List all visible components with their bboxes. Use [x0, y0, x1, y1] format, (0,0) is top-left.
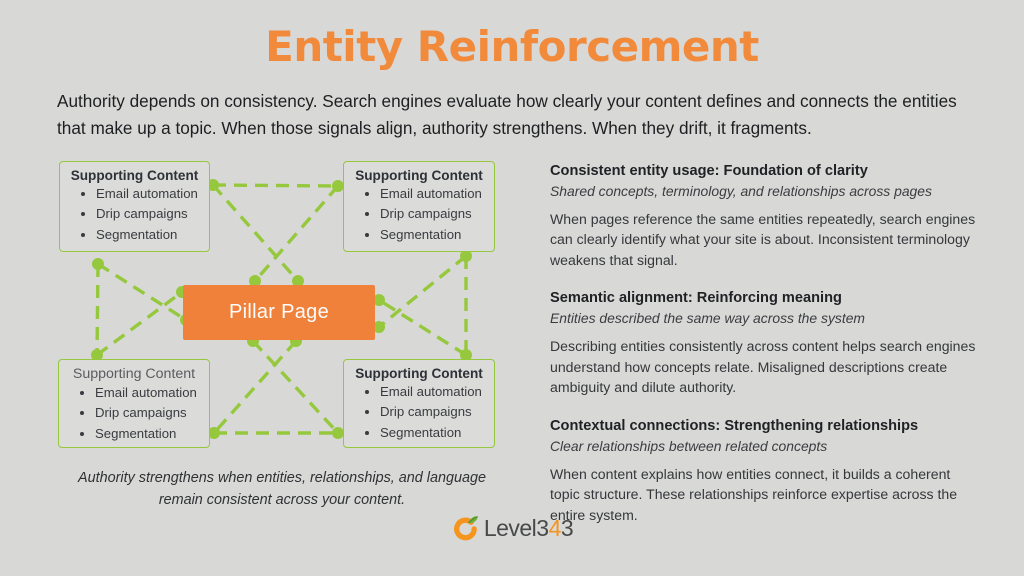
box-item: Drip campaigns [380, 204, 486, 224]
box-item-list: Email automation Drip campaigns Segmenta… [352, 382, 486, 443]
pillar-page-node: Pillar Page [183, 285, 375, 340]
box-title: Supporting Content [355, 366, 483, 381]
section-heading: Semantic alignment: Reinforcing meaning [550, 290, 842, 307]
section-body: Describing entities consistently across … [550, 338, 976, 396]
box-item: Email automation [380, 382, 486, 402]
box-item-list: Email automation Drip campaigns Segmenta… [67, 383, 201, 444]
section-consistent-entity-usage: Consistent entity usage: Foundation of c… [550, 162, 978, 270]
box-item: Segmentation [380, 423, 486, 443]
box-title: Supporting Content [355, 168, 483, 183]
box-title: Supporting Content [72, 366, 196, 382]
box-item: Drip campaigns [380, 402, 486, 422]
page-title: Entity Reinforcement [265, 22, 759, 71]
section-contextual-connections: Contextual connections: Strengthening re… [550, 417, 978, 525]
section-body: When content explains how entities conne… [550, 465, 958, 523]
box-item: Drip campaigns [96, 204, 201, 224]
supporting-content-box-bottom-left: Supporting Content Email automation Drip… [58, 359, 210, 448]
level343-orange-icon [453, 516, 478, 541]
logo-text-accent: 4 [548, 514, 562, 541]
supporting-content-box-top-right: Supporting Content Email automation Drip… [343, 161, 495, 252]
pillar-page-label: Pillar Page [228, 301, 330, 323]
box-item: Email automation [380, 184, 486, 204]
logo-text-post: 3 [560, 514, 574, 541]
box-item-list: Email automation Drip campaigns Segmenta… [352, 184, 486, 245]
box-item: Segmentation [96, 225, 201, 245]
intro-paragraph: Authority depends on consistency. Search… [57, 91, 957, 138]
logo-text-pre: Level3 [483, 514, 549, 541]
section-subheading: Clear relationships between related conc… [550, 437, 828, 454]
supporting-content-box-top-left: Supporting Content Email automation Drip… [59, 161, 210, 252]
footer: Level343 [0, 514, 1024, 542]
supporting-content-box-bottom-right: Supporting Content Email automation Drip… [343, 359, 495, 448]
section-semantic-alignment: Semantic alignment: Reinforcing meaning … [550, 289, 978, 397]
box-item: Segmentation [380, 225, 486, 245]
box-item-list: Email automation Drip campaigns Segmenta… [68, 184, 201, 245]
section-heading: Contextual connections: Strengthening re… [550, 417, 919, 434]
section-subheading: Entities described the same way across t… [550, 310, 865, 327]
section-subheading: Shared concepts, terminology, and relati… [550, 182, 932, 199]
box-item: Email automation [95, 383, 201, 403]
section-body: When pages reference the same entities r… [550, 211, 976, 268]
box-item: Email automation [96, 184, 201, 204]
section-heading: Consistent entity usage: Foundation of c… [550, 163, 868, 179]
box-item: Drip campaigns [95, 403, 201, 423]
box-item: Segmentation [95, 424, 201, 444]
explanation-column: Consistent entity usage: Foundation of c… [550, 162, 978, 544]
box-title: Supporting Content [70, 168, 199, 183]
diagram-caption: Authority strengthens when entities, rel… [78, 470, 486, 508]
level343-logo-text: Level343 [483, 514, 574, 542]
